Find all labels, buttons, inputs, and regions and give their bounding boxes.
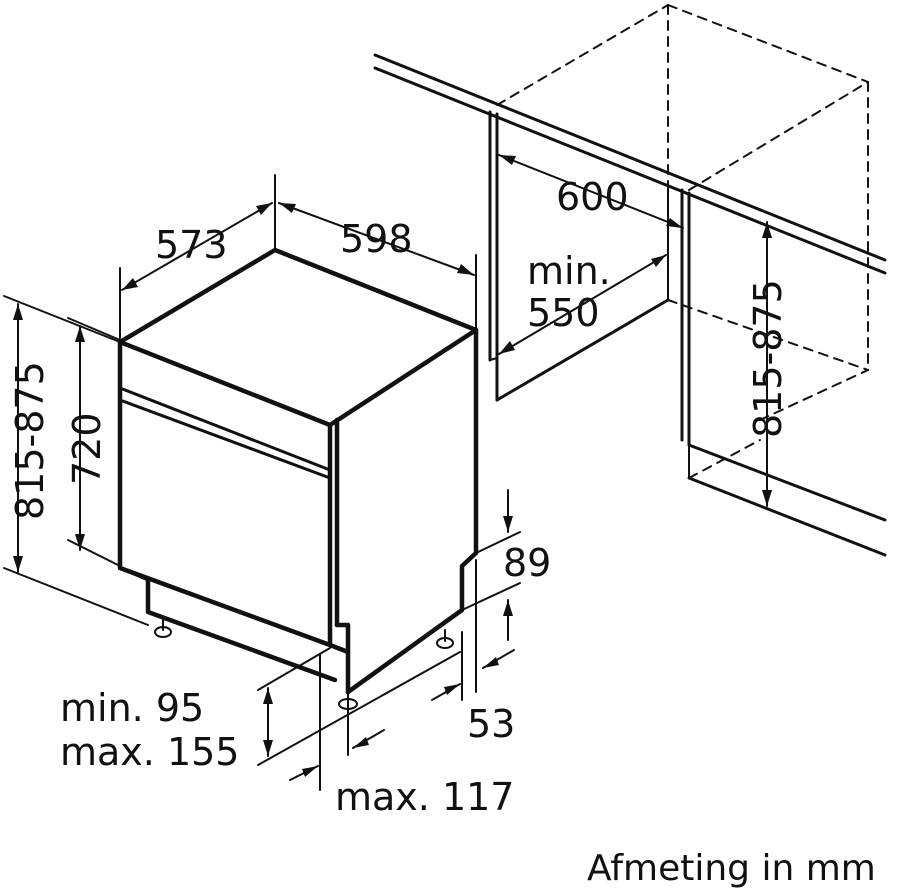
dishwasher-body bbox=[117, 247, 479, 695]
appliance-height-label: 720 bbox=[65, 412, 109, 485]
depth-label: 573 bbox=[155, 223, 228, 267]
niche-depth-label-line1: min. bbox=[527, 249, 611, 293]
plinth-height-label-line2: max. 155 bbox=[60, 730, 239, 774]
plinth-height-label-line1: min. 95 bbox=[60, 686, 204, 730]
total-height-label: 815-875 bbox=[8, 361, 52, 520]
installation-niche bbox=[373, 4, 887, 557]
plinth-recess-label: 89 bbox=[503, 541, 551, 585]
niche-width-label: 600 bbox=[556, 175, 629, 219]
width-label: 598 bbox=[340, 217, 413, 261]
niche-height-label: 815-875 bbox=[746, 279, 790, 438]
plinth-offset-label: 53 bbox=[467, 702, 515, 746]
units-caption: Afmeting in mm bbox=[587, 848, 876, 889]
niche-depth-label-line2: 550 bbox=[527, 291, 600, 335]
dimension-lines bbox=[3, 154, 772, 791]
foot-offset-label: max. 117 bbox=[335, 775, 514, 819]
